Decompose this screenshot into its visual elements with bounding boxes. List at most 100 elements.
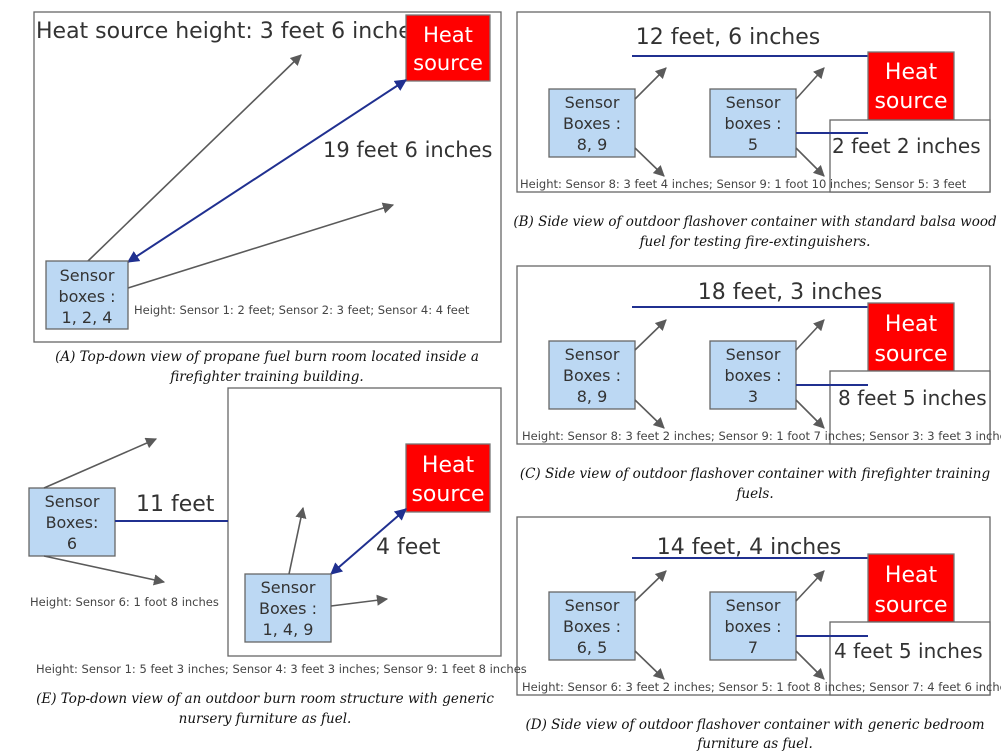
panel-e-outer-label-2: Boxes: (46, 513, 99, 532)
panel-b-frame (516, 11, 991, 193)
panel-a-distance-arrow (126, 79, 408, 263)
panel-c-height-note: Height: Sensor 8: 3 feet 2 inches; Senso… (522, 429, 1001, 443)
panel-c-top-distance: 18 feet, 3 inches (698, 280, 883, 305)
panel-c-s2-label-3: 3 (748, 387, 758, 406)
panel-a-sensor-label-2: boxes : (58, 287, 115, 306)
panel-a-heat-source (405, 14, 491, 82)
panel-d-s2-label-2: boxes : (724, 617, 781, 636)
panel-e-inner-distance: 4 feet (376, 535, 441, 560)
panel-b-s1-label-2: Boxes : (563, 114, 621, 133)
panel-d: 14 feet, 4 inches Heat source Sensor Box… (516, 516, 1001, 752)
panel-a-sensor-label-1: Sensor (60, 266, 115, 285)
panel-d-s2-label-3: 7 (748, 638, 758, 657)
panel-d-frame (516, 516, 991, 696)
panel-a-sensor-box (45, 260, 129, 330)
panel-a-frame (33, 11, 502, 343)
panel-b-sensor-box-2 (709, 88, 797, 158)
panel-b-s1-arrow-down (634, 147, 665, 177)
panel-b-sensor-box-1 (548, 88, 636, 158)
panel-d-s1-label-2: Boxes : (563, 617, 621, 636)
panel-e-heat-source (405, 443, 491, 513)
panel-c-heat-label-1: Heat (885, 312, 938, 337)
panel-d-s1-label-3: 6, 5 (577, 638, 608, 657)
panel-e: Sensor Boxes: 6 11 feet Height: Sensor 6… (28, 387, 527, 727)
panel-d-s1-label-1: Sensor (565, 596, 620, 615)
panel-c-heat-label-2: source (874, 342, 947, 367)
panel-a-distance-label: 19 feet 6 inches (323, 138, 492, 162)
panel-a-heat-label-1: Heat (423, 23, 473, 47)
panel-d-height-note: Height: Sensor 6: 3 feet 2 inches; Senso… (522, 680, 1001, 694)
panel-e-outer-arrow-down (43, 555, 166, 586)
panel-c-heat-source (867, 302, 955, 372)
panel-b-heat-label-1: Heat (885, 60, 938, 85)
panel-c-side-distance: 8 feet 5 inches (838, 386, 987, 410)
panel-b-s2-label-3: 5 (748, 135, 758, 154)
panel-d-heat-label-2: source (874, 593, 947, 618)
panel-a-arrow-right (127, 202, 395, 289)
panel-c-s1-label-3: 8, 9 (577, 387, 608, 406)
panel-b-caption-1: (B) Side view of outdoor flashover conta… (513, 214, 997, 230)
panel-c-s2-arrow-down (795, 399, 825, 429)
panel-b-s1-arrow-up (634, 67, 667, 100)
panel-a-sensor-label-3: 1, 2, 4 (62, 308, 113, 327)
panel-e-heat-label-2: source (411, 482, 484, 507)
panel-d-top-distance: 14 feet, 4 inches (657, 535, 842, 560)
panel-b-s2-arrow-up (795, 67, 825, 100)
panel-d-s1-arrow-up (634, 570, 667, 602)
panel-b-s1-label-1: Sensor (565, 93, 620, 112)
panel-d-sensor-box-1 (548, 591, 636, 661)
panel-e-inner-sensor-box (244, 573, 332, 643)
panel-e-caption-2: nursery furniture as fuel. (179, 711, 352, 727)
panel-b-s2-arrow-down (795, 147, 825, 177)
panel-e-outer-label-1: Sensor (45, 492, 100, 511)
panel-d-caption-1: (D) Side view of outdoor flashover conta… (526, 717, 985, 733)
panel-b-side-distance: 2 feet 2 inches (832, 134, 981, 158)
panel-e-inner-distance-arrow (330, 508, 407, 575)
panel-b: 12 feet, 6 inches Heat source Sensor Box… (513, 11, 997, 250)
panel-e-inner-label-2: Boxes : (259, 599, 317, 618)
panel-e-inner-arrow-up (288, 506, 307, 575)
panel-c-s2-label-2: boxes : (724, 366, 781, 385)
panel-d-caption-2: furniture as fuel. (696, 736, 813, 752)
panel-c-s1-label-1: Sensor (565, 345, 620, 364)
panel-b-caption-2: fuel for testing fire-extinguishers. (639, 234, 871, 250)
panel-c-sensor-box-1 (548, 340, 636, 410)
panel-a: Heat source height: 3 feet 6 inches Heat… (33, 11, 502, 385)
panel-c-s1-label-2: Boxes : (563, 366, 621, 385)
panel-e-caption-1: (E) Top-down view of an outdoor burn roo… (36, 691, 494, 707)
panel-b-top-distance: 12 feet, 6 inches (636, 25, 821, 50)
panel-e-outer-height: Height: Sensor 6: 1 foot 8 inches (30, 595, 219, 609)
panel-d-side-distance: 4 feet 5 inches (834, 639, 983, 663)
panel-c-s1-arrow-down (634, 399, 665, 429)
panel-e-outer-arrow-up (43, 437, 158, 489)
panel-a-caption-1: (A) Top-down view of propane fuel burn r… (55, 349, 479, 365)
panel-a-heat-label-2: source (413, 51, 483, 75)
panel-a-arrow-up (87, 54, 302, 262)
panel-e-heat-label-1: Heat (422, 453, 475, 478)
panel-e-height-note: Height: Sensor 1: 5 feet 3 inches; Senso… (36, 662, 527, 676)
panel-b-s2-label-2: boxes : (724, 114, 781, 133)
panel-b-height-note: Height: Sensor 8: 3 feet 4 inches; Senso… (520, 177, 967, 191)
panel-e-inner-arrow-right (330, 594, 389, 607)
panel-b-s1-label-3: 8, 9 (577, 135, 608, 154)
panel-e-inner-label-1: Sensor (261, 578, 316, 597)
panel-c-s2-label-1: Sensor (726, 345, 781, 364)
panel-d-side-box (829, 621, 991, 696)
panel-d-heat-source (867, 553, 955, 623)
panel-e-outer-label-3: 6 (67, 534, 77, 553)
panel-e-inner-label-3: 1, 4, 9 (263, 620, 314, 639)
panel-d-sensor-box-2 (709, 591, 797, 661)
panel-c-caption-1: (C) Side view of outdoor flashover conta… (520, 466, 991, 482)
panel-c-caption-2: fuels. (735, 486, 773, 502)
panel-d-s2-arrow-up (795, 570, 825, 602)
panel-c: 18 feet, 3 inches Heat source Sensor Box… (516, 265, 1001, 502)
panel-a-heat-height: Heat source height: 3 feet 6 inches (36, 19, 423, 44)
panel-b-heat-label-2: source (874, 89, 947, 114)
panel-c-side-box (829, 370, 991, 445)
panel-a-caption-2: firefighter training building. (169, 369, 363, 385)
panel-c-s2-arrow-up (795, 319, 825, 351)
panel-c-s1-arrow-up (634, 319, 667, 351)
panel-c-frame (516, 265, 991, 445)
panel-b-s2-label-1: Sensor (726, 93, 781, 112)
